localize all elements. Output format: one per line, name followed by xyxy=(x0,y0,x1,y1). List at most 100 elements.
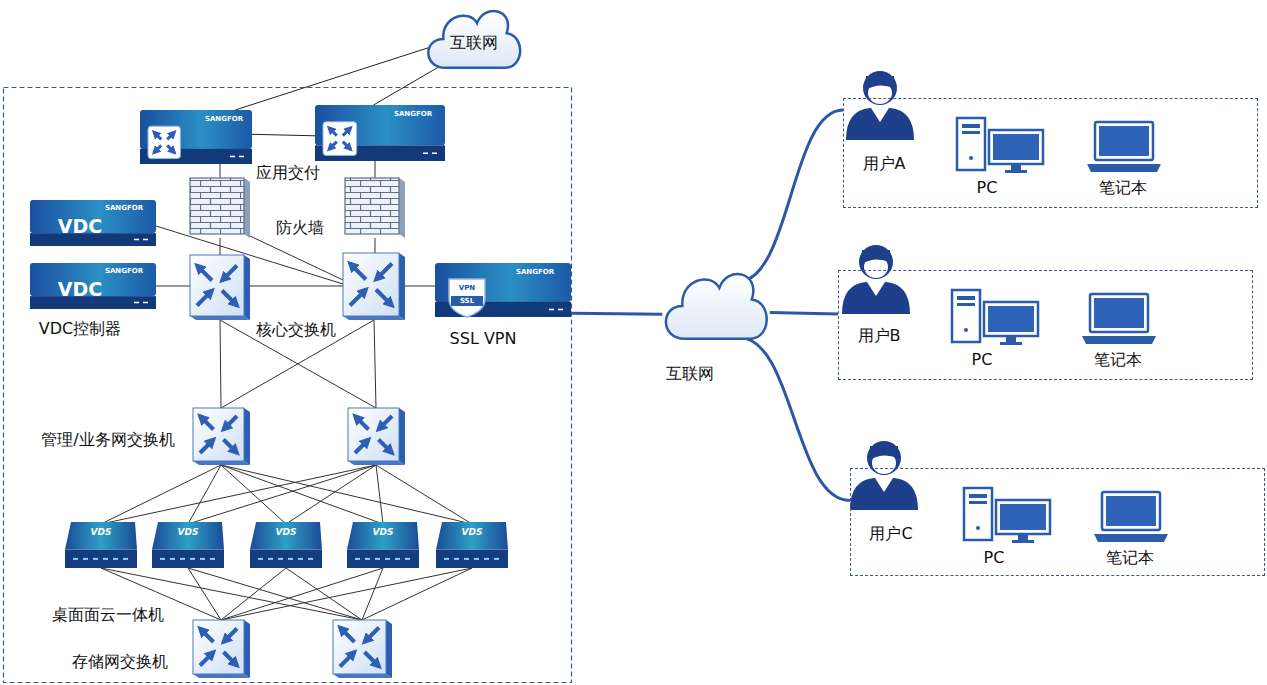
switch-icon xyxy=(333,620,392,678)
network-wire xyxy=(221,568,383,620)
node-text: SANGFOR xyxy=(105,267,143,275)
network-wire xyxy=(221,465,472,524)
connector xyxy=(770,313,838,314)
network-wire xyxy=(221,465,383,524)
laptop-terminal: 笔记本 xyxy=(1083,116,1165,201)
network-wire xyxy=(101,465,221,524)
node-text: VDS xyxy=(462,527,483,537)
user-icon xyxy=(850,441,918,510)
network-wire xyxy=(156,286,190,287)
node-text: SSL xyxy=(460,297,474,305)
vdc-controller: SANGFORVDC xyxy=(30,263,156,309)
firewall-icon xyxy=(345,178,405,238)
node-text: SANGFOR xyxy=(205,115,243,123)
node-text: VDS xyxy=(373,527,394,537)
device-caption: VDC控制器 xyxy=(37,320,123,338)
node-text: 用户B xyxy=(858,327,901,345)
connector xyxy=(738,110,843,281)
network-wire xyxy=(220,320,376,408)
node-text: PC xyxy=(972,351,993,369)
switch-icon xyxy=(348,408,405,465)
network-wire xyxy=(286,465,376,524)
device-caption: 核心交换机 xyxy=(254,321,338,339)
connector xyxy=(252,134,315,136)
network-wire xyxy=(220,162,221,178)
laptop-terminal: 笔记本 xyxy=(1078,288,1160,373)
device-caption: 应用交付 xyxy=(254,164,322,182)
internet-cloud: 互联网 xyxy=(423,3,525,75)
wire-group xyxy=(101,160,472,620)
node-text: VDS xyxy=(91,527,112,537)
network-wire xyxy=(221,568,472,620)
node-caption: 互联网 xyxy=(666,365,714,383)
user-group: PC 笔记本 用户A xyxy=(843,98,1258,208)
node-text: PC xyxy=(977,179,998,197)
node-text: VDC xyxy=(58,279,102,301)
ssl-vpn-device: SANGFORVPNSSLSSL VPN xyxy=(435,263,571,317)
network-wire xyxy=(405,286,435,287)
node-text: 笔记本 xyxy=(1094,351,1142,369)
node-text: VDC xyxy=(58,216,102,238)
device-caption: 防火墙 xyxy=(274,219,326,237)
datacenter-region xyxy=(4,88,572,683)
node-text: 用户A xyxy=(863,155,906,173)
switch-icon xyxy=(343,253,405,320)
vds-appliance: VDS xyxy=(436,522,508,568)
network-wire xyxy=(188,568,221,620)
node-text: VDS xyxy=(178,527,199,537)
connector xyxy=(738,337,850,500)
pc-terminal: PC xyxy=(953,116,1048,201)
switch-icon xyxy=(190,255,250,320)
network-wire xyxy=(221,465,286,524)
node-text: 用户C xyxy=(869,525,912,543)
connector xyxy=(374,64,444,105)
network-wire xyxy=(374,320,376,408)
vds-appliance: VDS xyxy=(152,522,224,568)
node-text: VDS xyxy=(276,527,297,537)
connector xyxy=(235,46,433,110)
pc-shape xyxy=(953,116,1048,201)
node-text: VPN xyxy=(459,284,475,292)
switch-icon xyxy=(193,408,250,465)
node-text: SANGFOR xyxy=(105,204,143,212)
node-text: PC xyxy=(984,549,1005,567)
network-wire xyxy=(362,568,383,620)
network-wire xyxy=(250,286,343,287)
app-delivery-device: SANGFOR xyxy=(140,110,252,164)
node-text: 笔记本 xyxy=(1106,549,1154,567)
node-text: 笔记本 xyxy=(1099,179,1147,197)
node-text: SANGFOR xyxy=(394,110,432,118)
network-wire xyxy=(221,568,286,620)
firewall-icon xyxy=(190,178,250,238)
pc-shape xyxy=(948,288,1043,373)
network-wire xyxy=(101,465,376,524)
switch-icon xyxy=(193,620,250,678)
user-icon xyxy=(842,245,910,314)
internet-cloud: 互联网 xyxy=(660,265,772,347)
network-wire xyxy=(375,160,376,178)
network-wire xyxy=(220,238,221,255)
laptop-terminal: 笔记本 xyxy=(1090,486,1172,571)
user-icon xyxy=(846,71,914,140)
network-wire xyxy=(362,568,472,620)
vds-appliance: VDS xyxy=(250,522,322,568)
network-wire xyxy=(188,568,362,620)
network-wire xyxy=(375,238,376,253)
network-wire xyxy=(376,465,383,524)
pc-terminal: PC xyxy=(948,288,1043,373)
network-wire xyxy=(250,236,343,280)
app-delivery-device: SANGFOR xyxy=(315,105,445,161)
user-group: PC 笔记本 用户C xyxy=(850,468,1265,576)
connector xyxy=(571,312,662,316)
network-wire xyxy=(376,465,472,524)
node-text: SANGFOR xyxy=(516,268,554,276)
device-caption: 桌面面云一体机 xyxy=(50,606,166,624)
pc-terminal: PC xyxy=(960,486,1055,571)
network-wire xyxy=(221,320,374,408)
pc-shape xyxy=(960,486,1055,571)
network-wire xyxy=(286,568,362,620)
